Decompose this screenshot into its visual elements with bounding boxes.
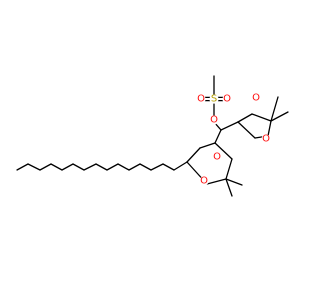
single-bond [225,178,233,197]
atom-symbol: O [200,176,208,187]
single-bond [128,163,141,171]
single-bond [214,129,222,144]
single-bond [83,163,97,171]
atom-label-background [199,176,209,186]
single-bond [186,147,201,163]
atom-label-background [209,94,219,104]
single-bond [237,121,256,139]
single-bond [267,120,272,137]
atom-label-background [196,94,206,104]
atom-symbol: O [262,134,270,145]
atom-o1: O [209,115,219,126]
atom-symbol: O [213,152,221,163]
atom-symbol: S [211,94,217,105]
single-bond [150,163,164,171]
single-bond [173,161,188,171]
single-bond [106,163,119,171]
single-bond [220,121,239,131]
single-bond [61,163,74,171]
atom-symbol: O [252,93,260,104]
single-bond [117,163,130,171]
single-bond [199,142,216,149]
single-bond [270,111,289,122]
atom-o2: O [196,94,206,105]
atom-o7: O [261,134,271,145]
single-bond [16,163,29,171]
atom-o6: O [251,93,261,104]
single-bond [270,96,279,122]
single-bond [206,178,227,185]
atom-label-background [209,115,219,125]
single-bond [39,163,52,171]
single-bond [72,163,85,171]
atom-symbol: O [223,94,231,105]
single-bond [237,113,253,123]
atom-o5: O [199,176,209,187]
single-bond [139,163,152,171]
single-bond [50,163,63,171]
single-bond [95,163,108,171]
single-bond [27,163,41,171]
atom-label-background [251,93,261,103]
atom-o4: O [212,152,222,163]
atom-symbol: O [197,94,205,105]
atom-label-background [261,134,271,144]
atom-label-background [212,152,222,162]
atom-label-background [222,94,232,104]
atom-symbol: O [210,115,218,126]
atom-s1: S [209,94,219,105]
single-bond [214,142,233,160]
single-bond [225,158,233,180]
single-bond [225,178,243,186]
bond-layer [16,75,289,197]
atom-o3: O [222,94,232,105]
single-bond [162,163,175,171]
single-bond [251,113,272,122]
